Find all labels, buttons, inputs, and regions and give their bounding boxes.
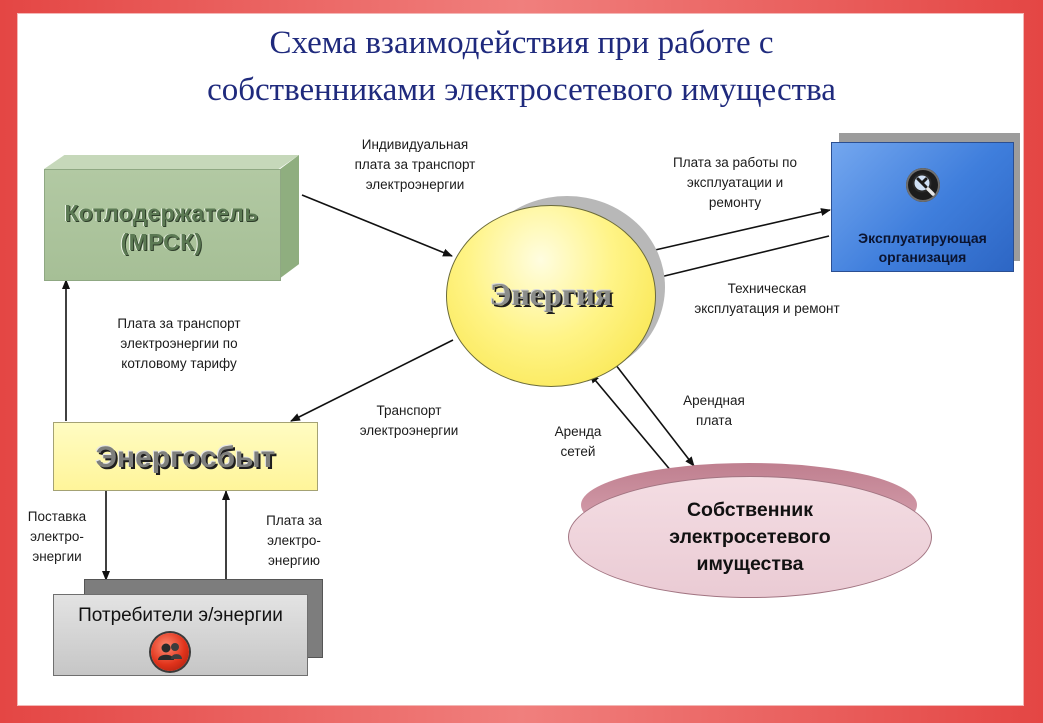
label-tech-ops: Техническая эксплуатация и ремонт xyxy=(694,281,840,316)
users-icon xyxy=(151,633,189,671)
label-network-rent: Аренда сетей xyxy=(554,424,602,459)
arrow-energy-to-operator xyxy=(641,208,831,254)
consumers-label: Потребители э/энергии xyxy=(78,605,283,626)
title-line-1: Схема взаимодействия при работе с xyxy=(269,25,774,61)
wrench-magnifier-icon xyxy=(906,168,940,202)
label-boiler-tariff: Плата за транспорт электроэнергии по кот… xyxy=(117,316,241,371)
node-energosbyt: Энергосбыт xyxy=(53,422,318,491)
arrow-kotlo-to-energy xyxy=(301,194,453,257)
node-operator: Эксплуатирующая организация xyxy=(831,142,1014,272)
label-supply: Поставка электро- энергии xyxy=(27,509,87,564)
node-consumers: Потребители э/энергии xyxy=(53,594,308,676)
slide-title: Схема взаимодействия при работе с собств… xyxy=(0,20,1043,114)
label-ops-payment: Плата за работы по эксплуатации и ремонт… xyxy=(673,155,797,210)
operator-label: Эксплуатирующая организация xyxy=(858,230,987,265)
arrow-energy-to-owner xyxy=(611,359,695,467)
box-top-face xyxy=(44,155,299,169)
label-rent-fee: Арендная плата xyxy=(683,393,745,428)
sbyt-label: Энергосбыт xyxy=(95,441,276,474)
energy-label: Энергия xyxy=(489,276,613,312)
label-transport: Транспорт электроэнергии xyxy=(359,403,459,438)
arrow-operator-to-energy xyxy=(647,235,830,282)
box-front-face xyxy=(44,169,281,281)
node-owner: Собственник электросетевого имущества xyxy=(568,476,932,598)
title-line-2: собственниками электросетевого имущества xyxy=(207,72,836,108)
arrow-owner-to-energy xyxy=(589,373,673,473)
box-side-face xyxy=(279,155,299,279)
owner-label: Собственник электросетевого имущества xyxy=(669,499,831,575)
node-energy: Энергия xyxy=(446,205,656,387)
label-individual-fee: Индивидуальная плата за транспорт электр… xyxy=(354,137,476,192)
arrow-energy-to-sbyt xyxy=(290,339,454,422)
node-kotloderzhatel: Котлодержатель (МРСК) xyxy=(44,155,299,281)
label-energy-payment: Плата за электро- энергию xyxy=(266,513,322,568)
kotlo-label: Котлодержатель (МРСК) xyxy=(64,200,259,255)
